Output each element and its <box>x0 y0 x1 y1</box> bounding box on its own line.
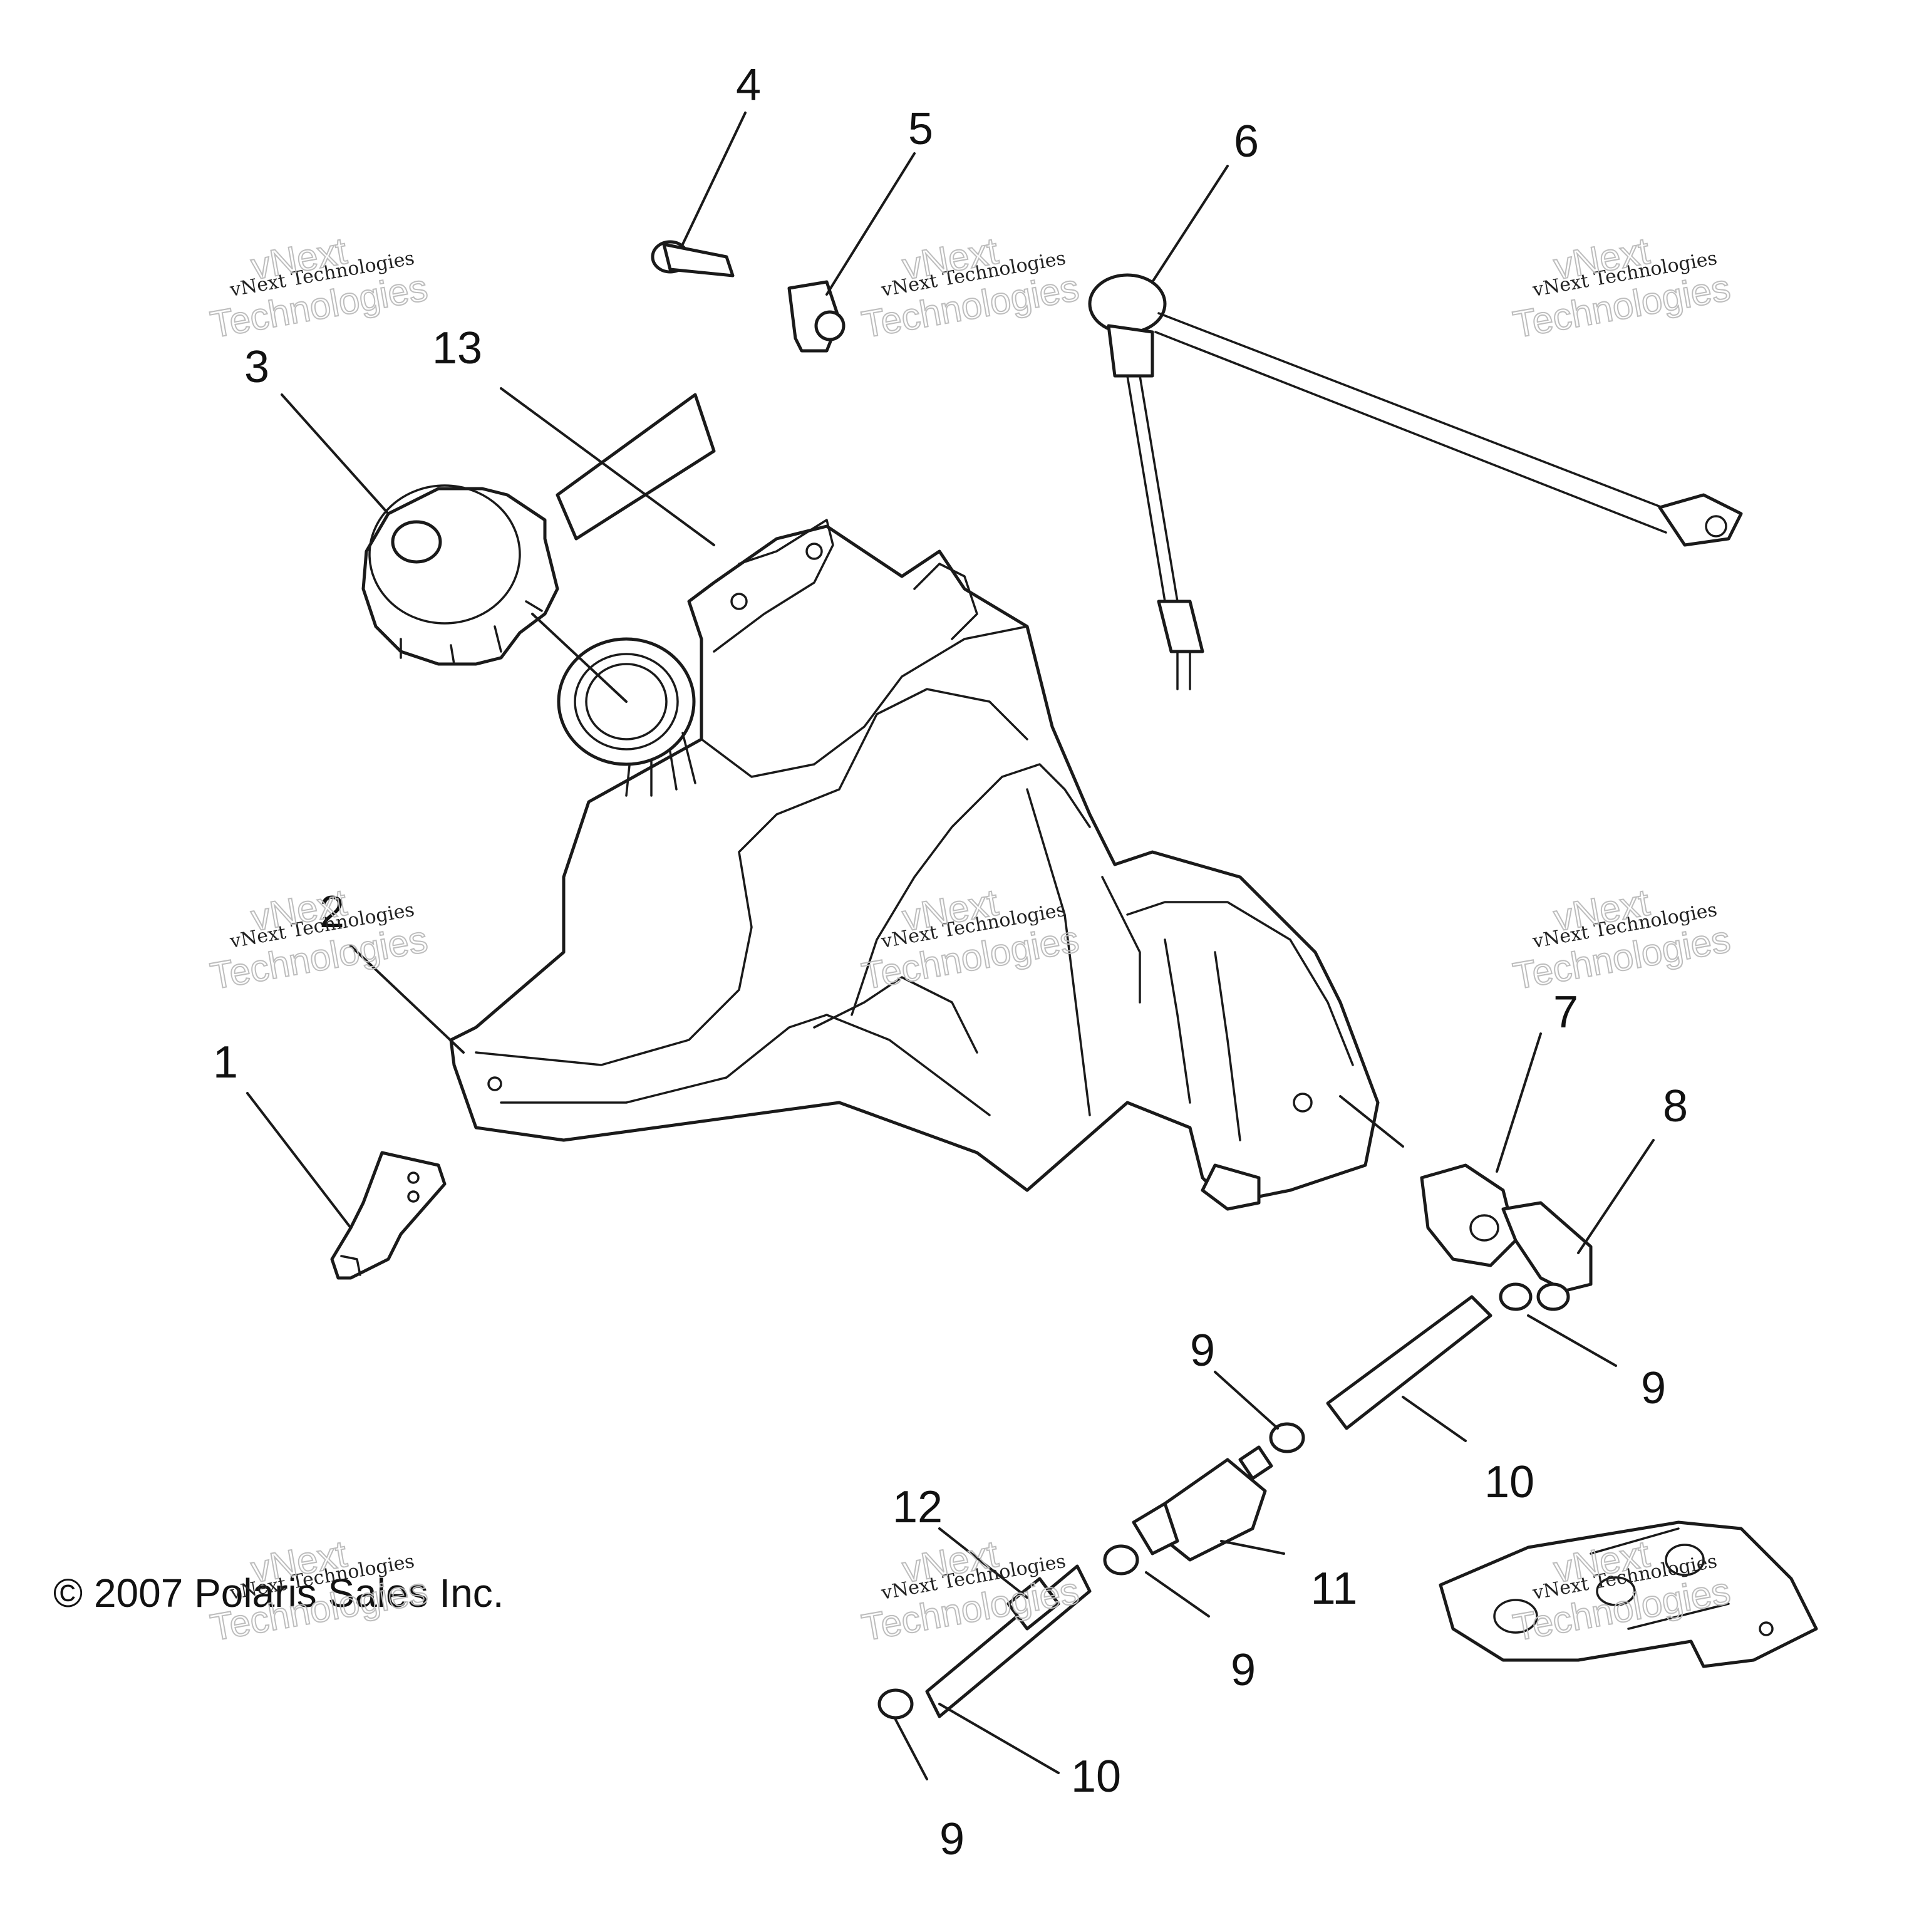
elbow-fitting <box>1501 1201 1593 1311</box>
callout-labels: 1 2 3 4 5 6 7 8 9 9 9 9 10 10 11 12 13 <box>213 60 1688 1864</box>
callout-6: 6 <box>1234 117 1259 167</box>
callout-3: 3 <box>244 342 269 392</box>
leader-lines <box>246 112 1655 1780</box>
callout-9: 9 <box>1190 1326 1215 1376</box>
callout-10: 10 <box>1484 1457 1534 1507</box>
decal <box>556 393 716 541</box>
callout-11: 11 <box>1311 1564 1358 1614</box>
callout-1: 1 <box>213 1037 238 1088</box>
callout-7: 7 <box>1553 987 1578 1037</box>
callout-12: 12 <box>892 1482 943 1532</box>
fuel-tank <box>449 519 1380 1211</box>
hose-clamp <box>877 1282 1533 1720</box>
grommet <box>1420 1163 1518 1267</box>
callout-4: 4 <box>736 60 761 110</box>
bracket <box>330 1151 447 1280</box>
mounting-bracket-set <box>1439 1520 1818 1668</box>
clip-nut <box>787 280 846 353</box>
callout-13: 13 <box>432 323 482 373</box>
callout-5: 5 <box>908 104 933 154</box>
callout-10: 10 <box>1071 1752 1121 1802</box>
callout-9: 9 <box>1231 1645 1256 1695</box>
pin <box>651 240 735 278</box>
fuel-cap <box>361 484 559 666</box>
copyright-text: © 2007 Polaris Sales Inc. <box>53 1571 504 1616</box>
callout-9: 9 <box>939 1814 965 1864</box>
fuel-sender <box>1088 273 1743 690</box>
hose-tie <box>1006 1577 1060 1631</box>
watermark: vNext Technologies vNext Technologies vN… <box>207 229 1734 1649</box>
fuel-filter <box>1132 1445 1273 1562</box>
callout-9: 9 <box>1641 1363 1666 1413</box>
callout-8: 8 <box>1663 1081 1688 1131</box>
callout-2: 2 <box>319 887 344 937</box>
